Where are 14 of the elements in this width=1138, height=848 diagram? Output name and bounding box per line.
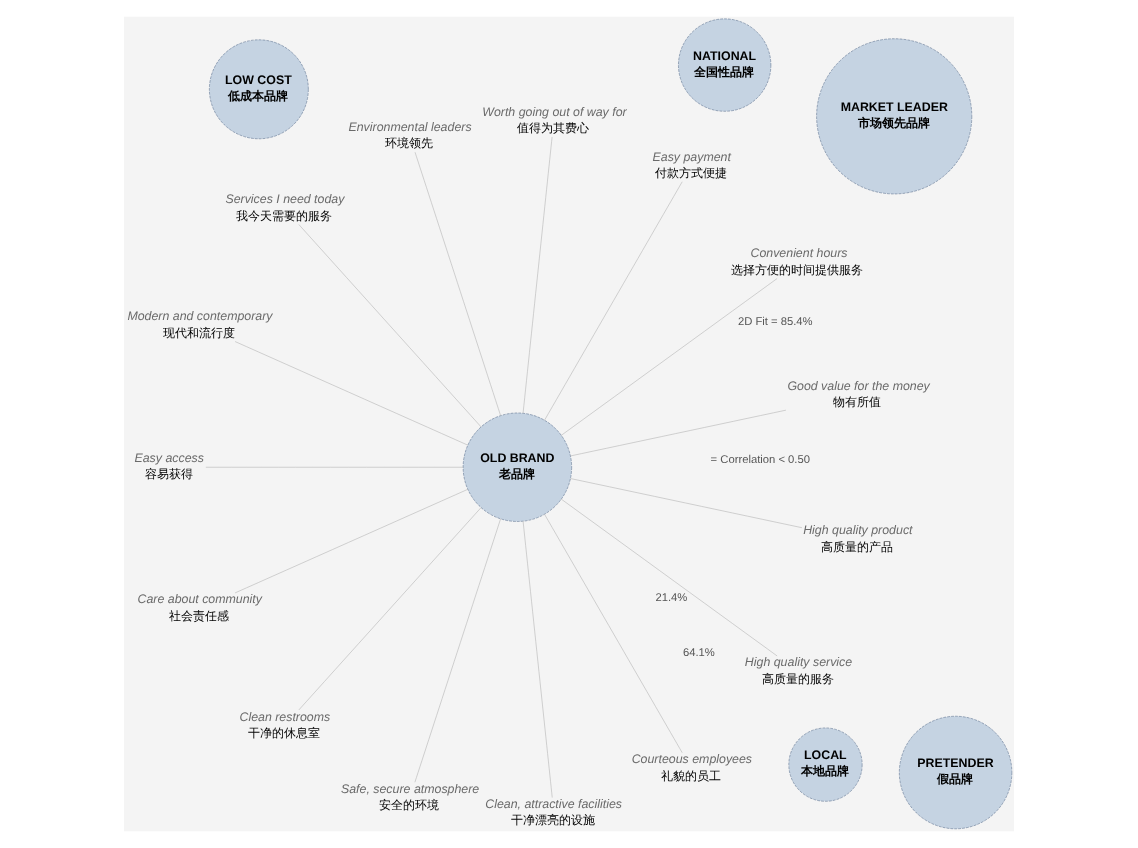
connector — [414, 151, 501, 416]
connector — [522, 136, 553, 414]
connector — [234, 341, 469, 446]
connector — [570, 478, 803, 528]
connector — [544, 181, 683, 421]
connector — [234, 489, 469, 594]
connector — [560, 278, 778, 436]
connector — [522, 520, 553, 798]
connector — [298, 224, 482, 428]
connector — [560, 498, 778, 657]
connector — [414, 518, 501, 783]
connector — [570, 409, 787, 457]
connector — [298, 507, 482, 711]
connector — [544, 513, 683, 753]
